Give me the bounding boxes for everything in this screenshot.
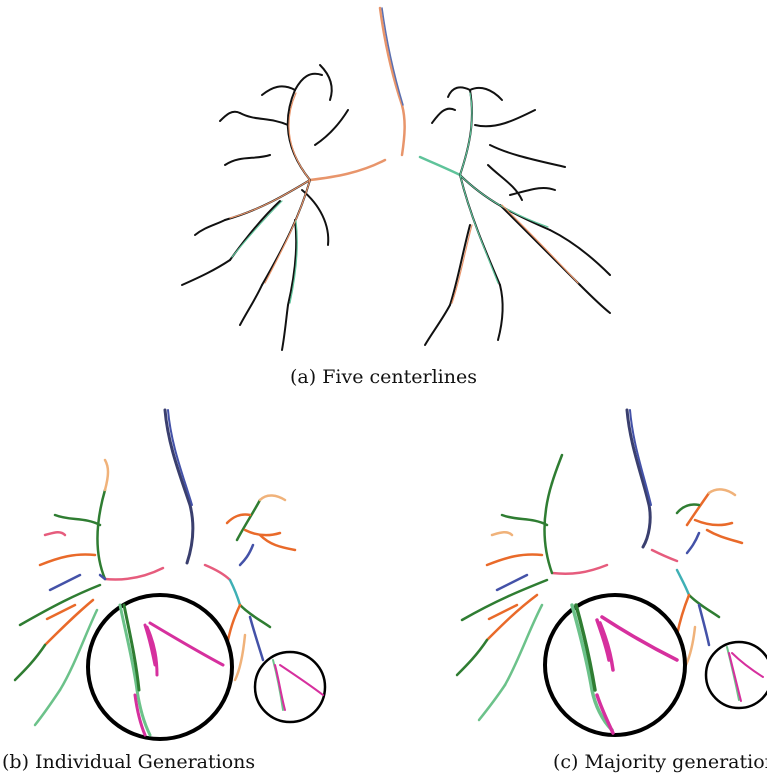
caption-c: (c) Majority generations xyxy=(553,751,767,773)
panel-b-individual-generations xyxy=(5,405,335,745)
airway-tree-majority xyxy=(437,405,767,745)
airway-tree-generations xyxy=(5,405,335,745)
zoom-circle-small xyxy=(706,642,767,708)
caption-a: (a) Five centerlines xyxy=(0,366,767,388)
airway-tree-centerlines xyxy=(170,5,620,355)
zoom-circle-large xyxy=(545,595,685,735)
zoom-circle-large xyxy=(88,595,232,739)
panel-c-majority-generations xyxy=(437,405,767,745)
zoom-circle-small xyxy=(255,652,325,722)
caption-b: (b) Individual Generations xyxy=(2,751,255,773)
panel-a-five-centerlines xyxy=(170,5,620,355)
